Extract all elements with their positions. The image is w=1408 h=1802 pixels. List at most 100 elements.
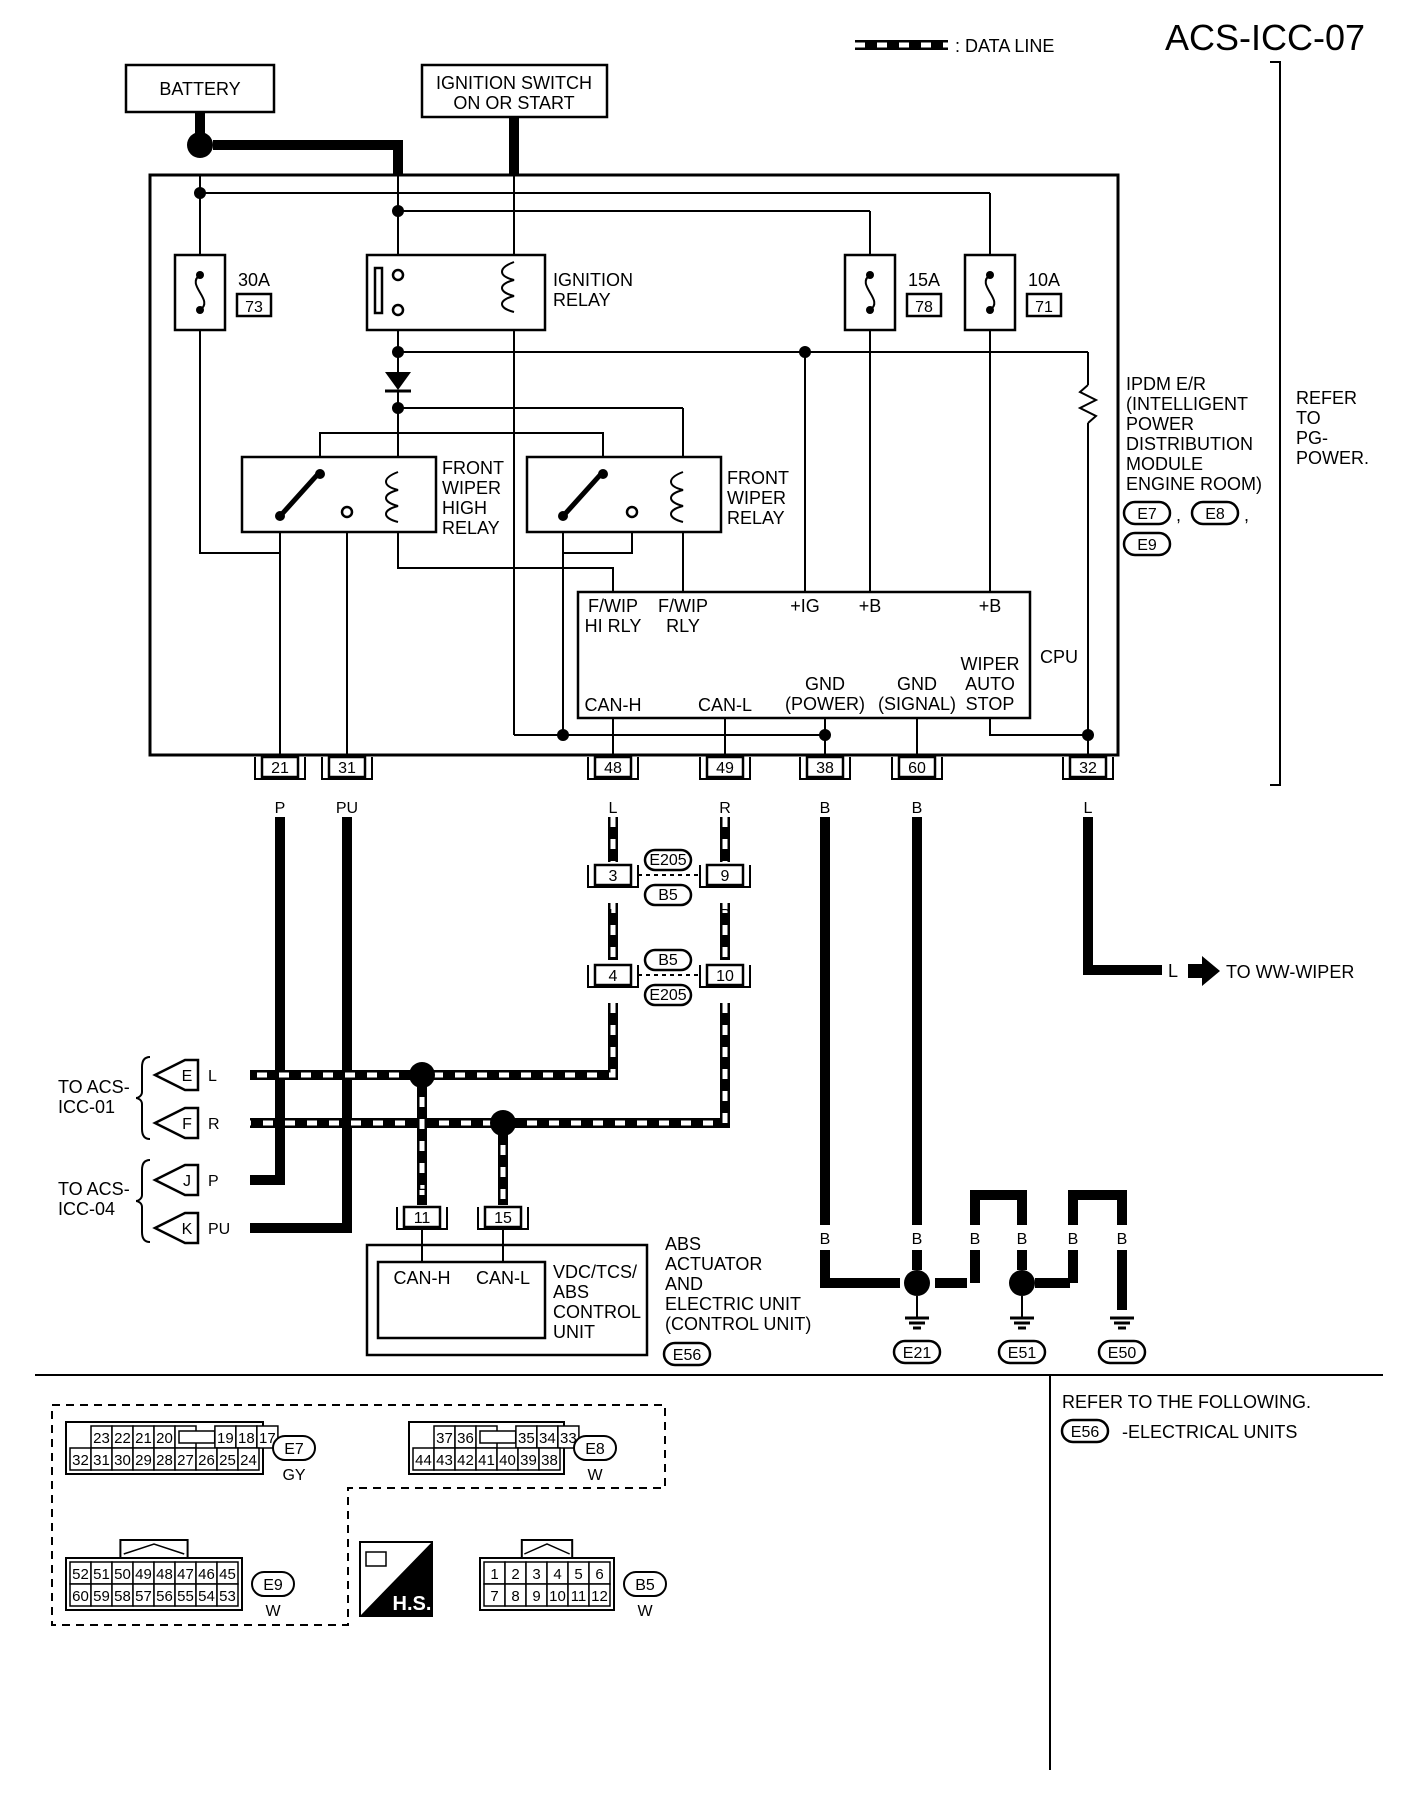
arrow-right-icon [1188,956,1220,986]
connector-pin-number: 1 [490,1566,498,1583]
connector-id: B5 [635,1577,655,1594]
data-line-legend-text: : DATA LINE [955,36,1054,56]
fuse-30a-amp: 30A [238,270,270,290]
connector-pin-number: 57 [135,1588,152,1605]
cpu-box: F/WIP HI RLY F/WIP RLY +IG +B +B CAN-H C… [576,590,1032,720]
abs-outer-4: ELECTRIC UNIT [665,1294,801,1314]
ipdm-internal-wiring [194,175,1099,760]
cpu-pin-b2: +B [979,596,1002,616]
connector-pin-number: 41 [478,1452,495,1469]
fuse-15a-amp: 15A [908,270,940,290]
connector-pin-number: 18 [238,1430,255,1447]
connector-pin [557,1425,580,1449]
connector-pin-number: 3 [532,1566,540,1583]
cpu-pin-ig: +IG [790,596,820,616]
connector-pin-number: 19 [217,1430,234,1447]
abs-inner-1: VDC/TCS/ [553,1262,637,1282]
terminal-32-color: L [1084,800,1093,817]
terminal-48-num: 48 [604,760,622,777]
connector-pin-number: 17 [259,1430,276,1447]
cpu-pin-fwip-1: F/WIP [658,596,708,616]
can-data-lines [250,817,730,1205]
connector-pin-number: 49 [135,1566,152,1583]
abs-inner-4: UNIT [553,1322,595,1342]
terminal-21-color: P [275,800,286,817]
hs-icon: H.S. [359,1541,433,1617]
icc01-label-2: ICC-01 [58,1097,115,1117]
terminal-31-color: PU [336,800,358,817]
abs-pin-canl: CAN-L [476,1268,530,1288]
connector-pin-number: 30 [114,1452,131,1469]
battery-box: BATTERY [124,63,276,114]
connector-pin-number: 27 [177,1452,194,1469]
terminal-49-num: 49 [716,760,734,777]
connector-pin-number: 7 [490,1588,498,1605]
cpu-pin-canh: CAN-H [585,695,642,715]
offpage-e-color: L [208,1068,217,1085]
connector-pin-number: 54 [198,1588,215,1605]
terminal-32: 32 L [1062,755,1114,817]
connector-pin-number: 48 [156,1566,173,1583]
harness-lower-bottom: E205 [649,987,686,1004]
offpage-icc01: TO ACS- ICC-01 E L F R [58,1056,220,1140]
refer-following-conn: E56 [1071,1424,1100,1441]
harness-upper-top: E205 [649,852,686,869]
offpage-k-color: PU [208,1221,230,1238]
fuse-10a-amp: 10A [1028,270,1060,290]
connector-pin-number: 21 [135,1430,152,1447]
abs-outer-1: ABS [665,1234,701,1254]
cpu-pin-gnd-power-1: GND [805,674,845,694]
wiper-high-relay-line3: HIGH [442,498,487,518]
connector-key [479,1430,517,1444]
harness-upper: 3 9 E205 B5 [587,848,751,907]
connector-pin-number: 11 [571,1588,587,1605]
fuse-10a-num: 71 [1035,299,1053,316]
harness-wire-labels: L R L R [609,907,731,1029]
gnd-wire-5: B [1068,1231,1079,1248]
ww-wiper-color: L [1168,961,1178,981]
terminal-31: 31 PU [321,755,373,817]
terminal-32-num: 32 [1079,760,1097,777]
abs-pin-canh: CAN-H [394,1268,451,1288]
wire-r-mid: R [719,907,731,924]
connector-pin-number: 25 [219,1452,236,1469]
connector-pin-number: 50 [114,1566,131,1583]
battery-label: BATTERY [159,79,240,99]
offpage-f-letter: F [182,1116,192,1133]
terminal-49: 49 R [699,755,751,817]
wiper-high-relay-line2: WIPER [442,478,501,498]
gnd-wire-2: B [912,1231,923,1248]
terminal-21: 21 P [254,755,306,817]
front-wiper-relay: FRONT WIPER RELAY [525,455,789,534]
connector-pin-number: 4 [553,1566,561,1583]
ignition-switch-box: IGNITION SWITCH ON OR START [420,63,609,119]
svg-text:,: , [1176,505,1181,525]
refer-pg-3: PG- [1296,428,1328,448]
wire-r-low: R [719,1012,731,1029]
connector-pin [256,1425,279,1449]
connector-pin-number: 56 [156,1588,173,1605]
ipdm-terminals: 21 P 31 PU 48 L 49 R 38 B [254,755,1114,817]
icc04-label-2: ICC-04 [58,1199,115,1219]
ipdm-conn-e7: E7 [1137,506,1157,523]
connector-pin-number: 39 [520,1452,537,1469]
connector-pin-number: 2 [511,1566,519,1583]
connector-pin-number: 36 [457,1430,474,1447]
abs-inner-3: CONTROL [553,1302,641,1322]
icc01-label-1: TO ACS- [58,1077,130,1097]
connector-pin-number: 31 [93,1452,110,1469]
wire-l-low: L [609,1012,618,1029]
connector-pin-number: 52 [72,1566,89,1583]
terminal-21-num: 21 [271,760,289,777]
cpu-pin-gnd-signal-2: (SIGNAL) [878,694,956,714]
connector-pin-number: 42 [457,1452,474,1469]
connector-pin-number: 58 [114,1588,131,1605]
connector-pin [588,1583,611,1607]
connector-pin-number: 29 [135,1452,152,1469]
terminal-38-color: B [820,800,831,817]
wiper-relay-line1: FRONT [727,468,789,488]
connector-pin-number: 55 [177,1588,194,1605]
power-feeds [187,112,519,175]
hs-text: H.S. [393,1593,432,1615]
terminal-49-color: R [719,800,731,817]
